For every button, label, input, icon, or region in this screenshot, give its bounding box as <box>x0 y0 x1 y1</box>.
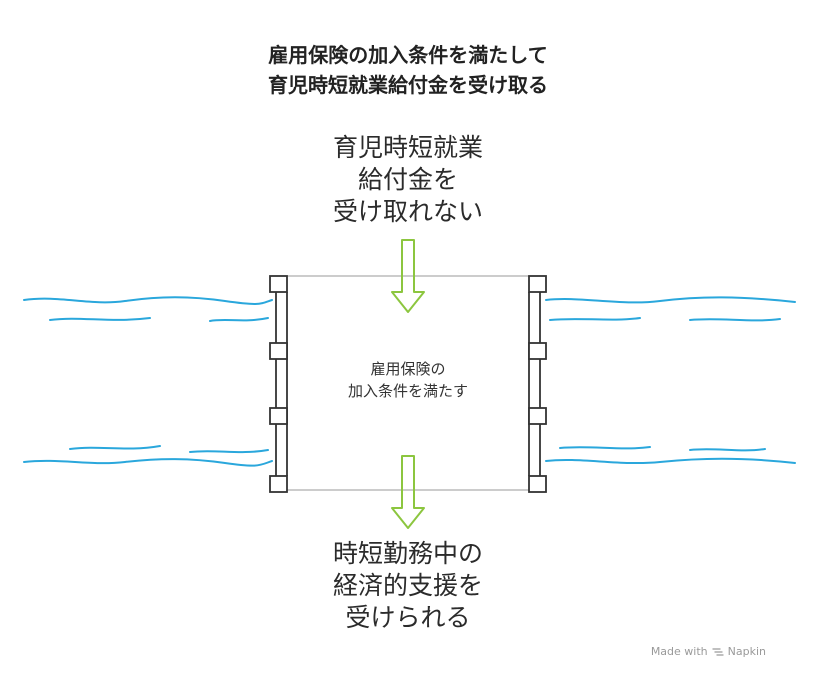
top-label-line-3: 受け取れない <box>332 197 483 226</box>
water-right <box>545 296 796 465</box>
right-block-4 <box>528 475 547 493</box>
bottom-label-line-2: 経済的支援を <box>332 571 483 600</box>
box-label-line-2: 加入条件を満たす <box>347 382 468 400</box>
top-arrow-icon <box>391 239 425 313</box>
left-block-1 <box>269 275 288 293</box>
top-label-line-1: 育児時短就業 <box>332 133 483 162</box>
made-with-text: Made with <box>650 645 708 658</box>
right-block-2 <box>528 342 547 360</box>
wave-right-bottom-1 <box>545 457 796 465</box>
bottom-label-line-1: 時短勤務中の <box>332 539 483 568</box>
wave-left-bottom-3 <box>189 449 269 454</box>
right-block-3 <box>528 407 547 425</box>
bottom-label-line-3: 受けられる <box>345 603 471 632</box>
wave-right-bottom-3 <box>689 448 766 452</box>
left-block-2 <box>269 342 288 360</box>
diagram-title: 雇用保険の加入条件を満たして 育児時短就業給付金を受け取る <box>0 40 816 100</box>
wave-right-top-1 <box>545 296 796 304</box>
wave-left-bottom-2 <box>69 445 161 450</box>
bottom-arrow-icon <box>391 455 425 529</box>
box-label-line-1: 雇用保険の <box>370 360 446 378</box>
brand-name: Napkin <box>727 645 766 658</box>
wave-right-top-2 <box>549 317 641 321</box>
right-block-1 <box>528 275 547 293</box>
left-frame <box>269 275 288 493</box>
napkin-logo-icon <box>711 647 724 656</box>
top-label-line-2: 給付金を <box>357 165 458 194</box>
title-line-2: 育児時短就業給付金を受け取る <box>268 73 548 97</box>
footer-credit: Made with Napkin <box>651 645 766 658</box>
left-block-4 <box>269 475 288 493</box>
wave-right-bottom-2 <box>559 446 651 450</box>
water-left <box>23 296 273 467</box>
title-line-1: 雇用保険の加入条件を満たして <box>268 43 548 67</box>
wave-right-top-3 <box>689 318 781 322</box>
wave-left-bottom-1 <box>23 458 273 467</box>
top-label: 育児時短就業 給付金を 受け取れない <box>0 132 816 228</box>
wave-left-top-1 <box>23 296 273 305</box>
wave-left-top-2 <box>49 317 151 321</box>
wave-left-top-3 <box>209 317 269 322</box>
box-label: 雇用保険の 加入条件を満たす <box>288 358 528 402</box>
bottom-label: 時短勤務中の 経済的支援を 受けられる <box>0 538 816 634</box>
right-frame <box>528 275 547 493</box>
left-block-3 <box>269 407 288 425</box>
